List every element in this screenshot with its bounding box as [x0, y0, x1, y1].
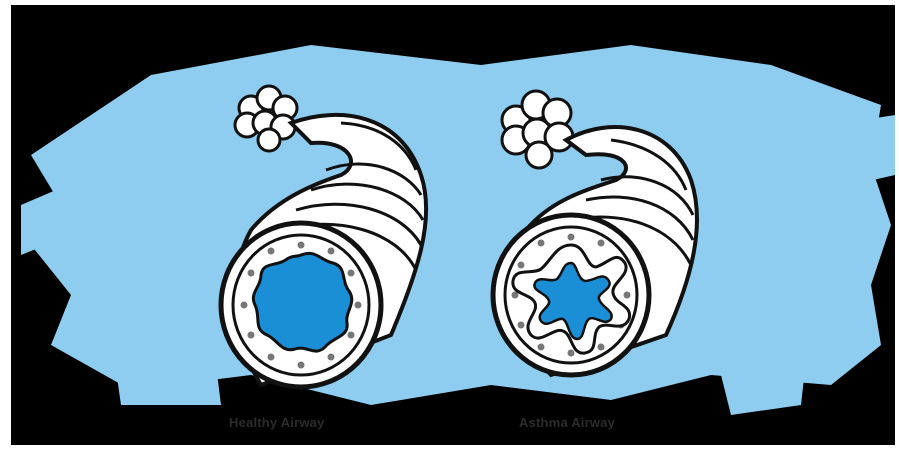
healthy-airway-caption: Healthy Airway	[229, 415, 325, 430]
healthy-lumen	[253, 253, 351, 351]
asthma-airway-caption: Asthma Airway	[519, 415, 615, 430]
illustration-panel: Healthy Airway Asthma Airway	[11, 5, 895, 445]
healthy-cross-section	[221, 223, 381, 387]
asthma-cross-section	[493, 215, 649, 375]
blue-scribble-background	[21, 45, 895, 415]
airways-illustration	[11, 5, 895, 445]
